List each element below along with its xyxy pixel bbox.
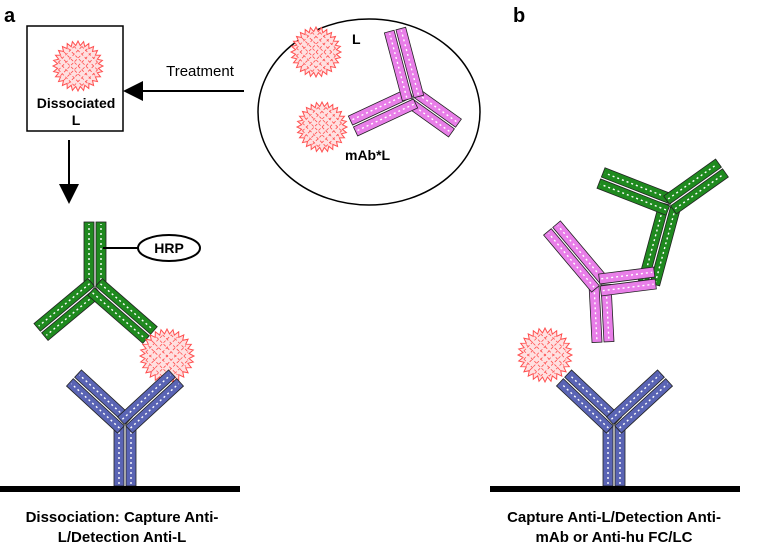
anti-mab-antibody-icon: [596, 158, 729, 287]
capture-antibody-icon-a: [65, 369, 185, 487]
hrp-label: HRP: [154, 240, 184, 256]
mab-antibody-icon: [347, 26, 462, 138]
panel-a-letter: a: [4, 5, 16, 27]
caption-b-line2: mAb or Anti-hu FC/LC: [536, 529, 693, 546]
caption-a-line1: Dissociation: Capture Anti-: [26, 509, 219, 526]
plate-surface-a: [0, 486, 240, 492]
bound-ligand-icon: [295, 100, 349, 154]
capture-antibody-icon-b: [555, 369, 674, 487]
panel-b-letter: b: [513, 5, 525, 27]
free-ligand-label: L: [352, 31, 361, 47]
treatment-label: Treatment: [166, 63, 235, 80]
dissociated-label-line1: Dissociated: [37, 95, 116, 111]
caption-b-line1: Capture Anti-L/Detection Anti-: [507, 509, 721, 526]
mab-antibody-icon-b: [543, 220, 657, 344]
detection-antibody-icon: [33, 221, 158, 344]
mab-complex-label: mAb*L: [345, 147, 391, 163]
hrp-label-oval: [137, 234, 201, 262]
free-ligand-icon: [289, 25, 343, 79]
dissociated-ligand-icon: [51, 39, 105, 93]
plate-surface-b: [490, 486, 740, 492]
dissociated-label-line2: L: [72, 112, 81, 128]
caption-a-line2: L/Detection Anti-L: [58, 529, 187, 546]
captured-ligand-icon-b: [516, 326, 574, 384]
